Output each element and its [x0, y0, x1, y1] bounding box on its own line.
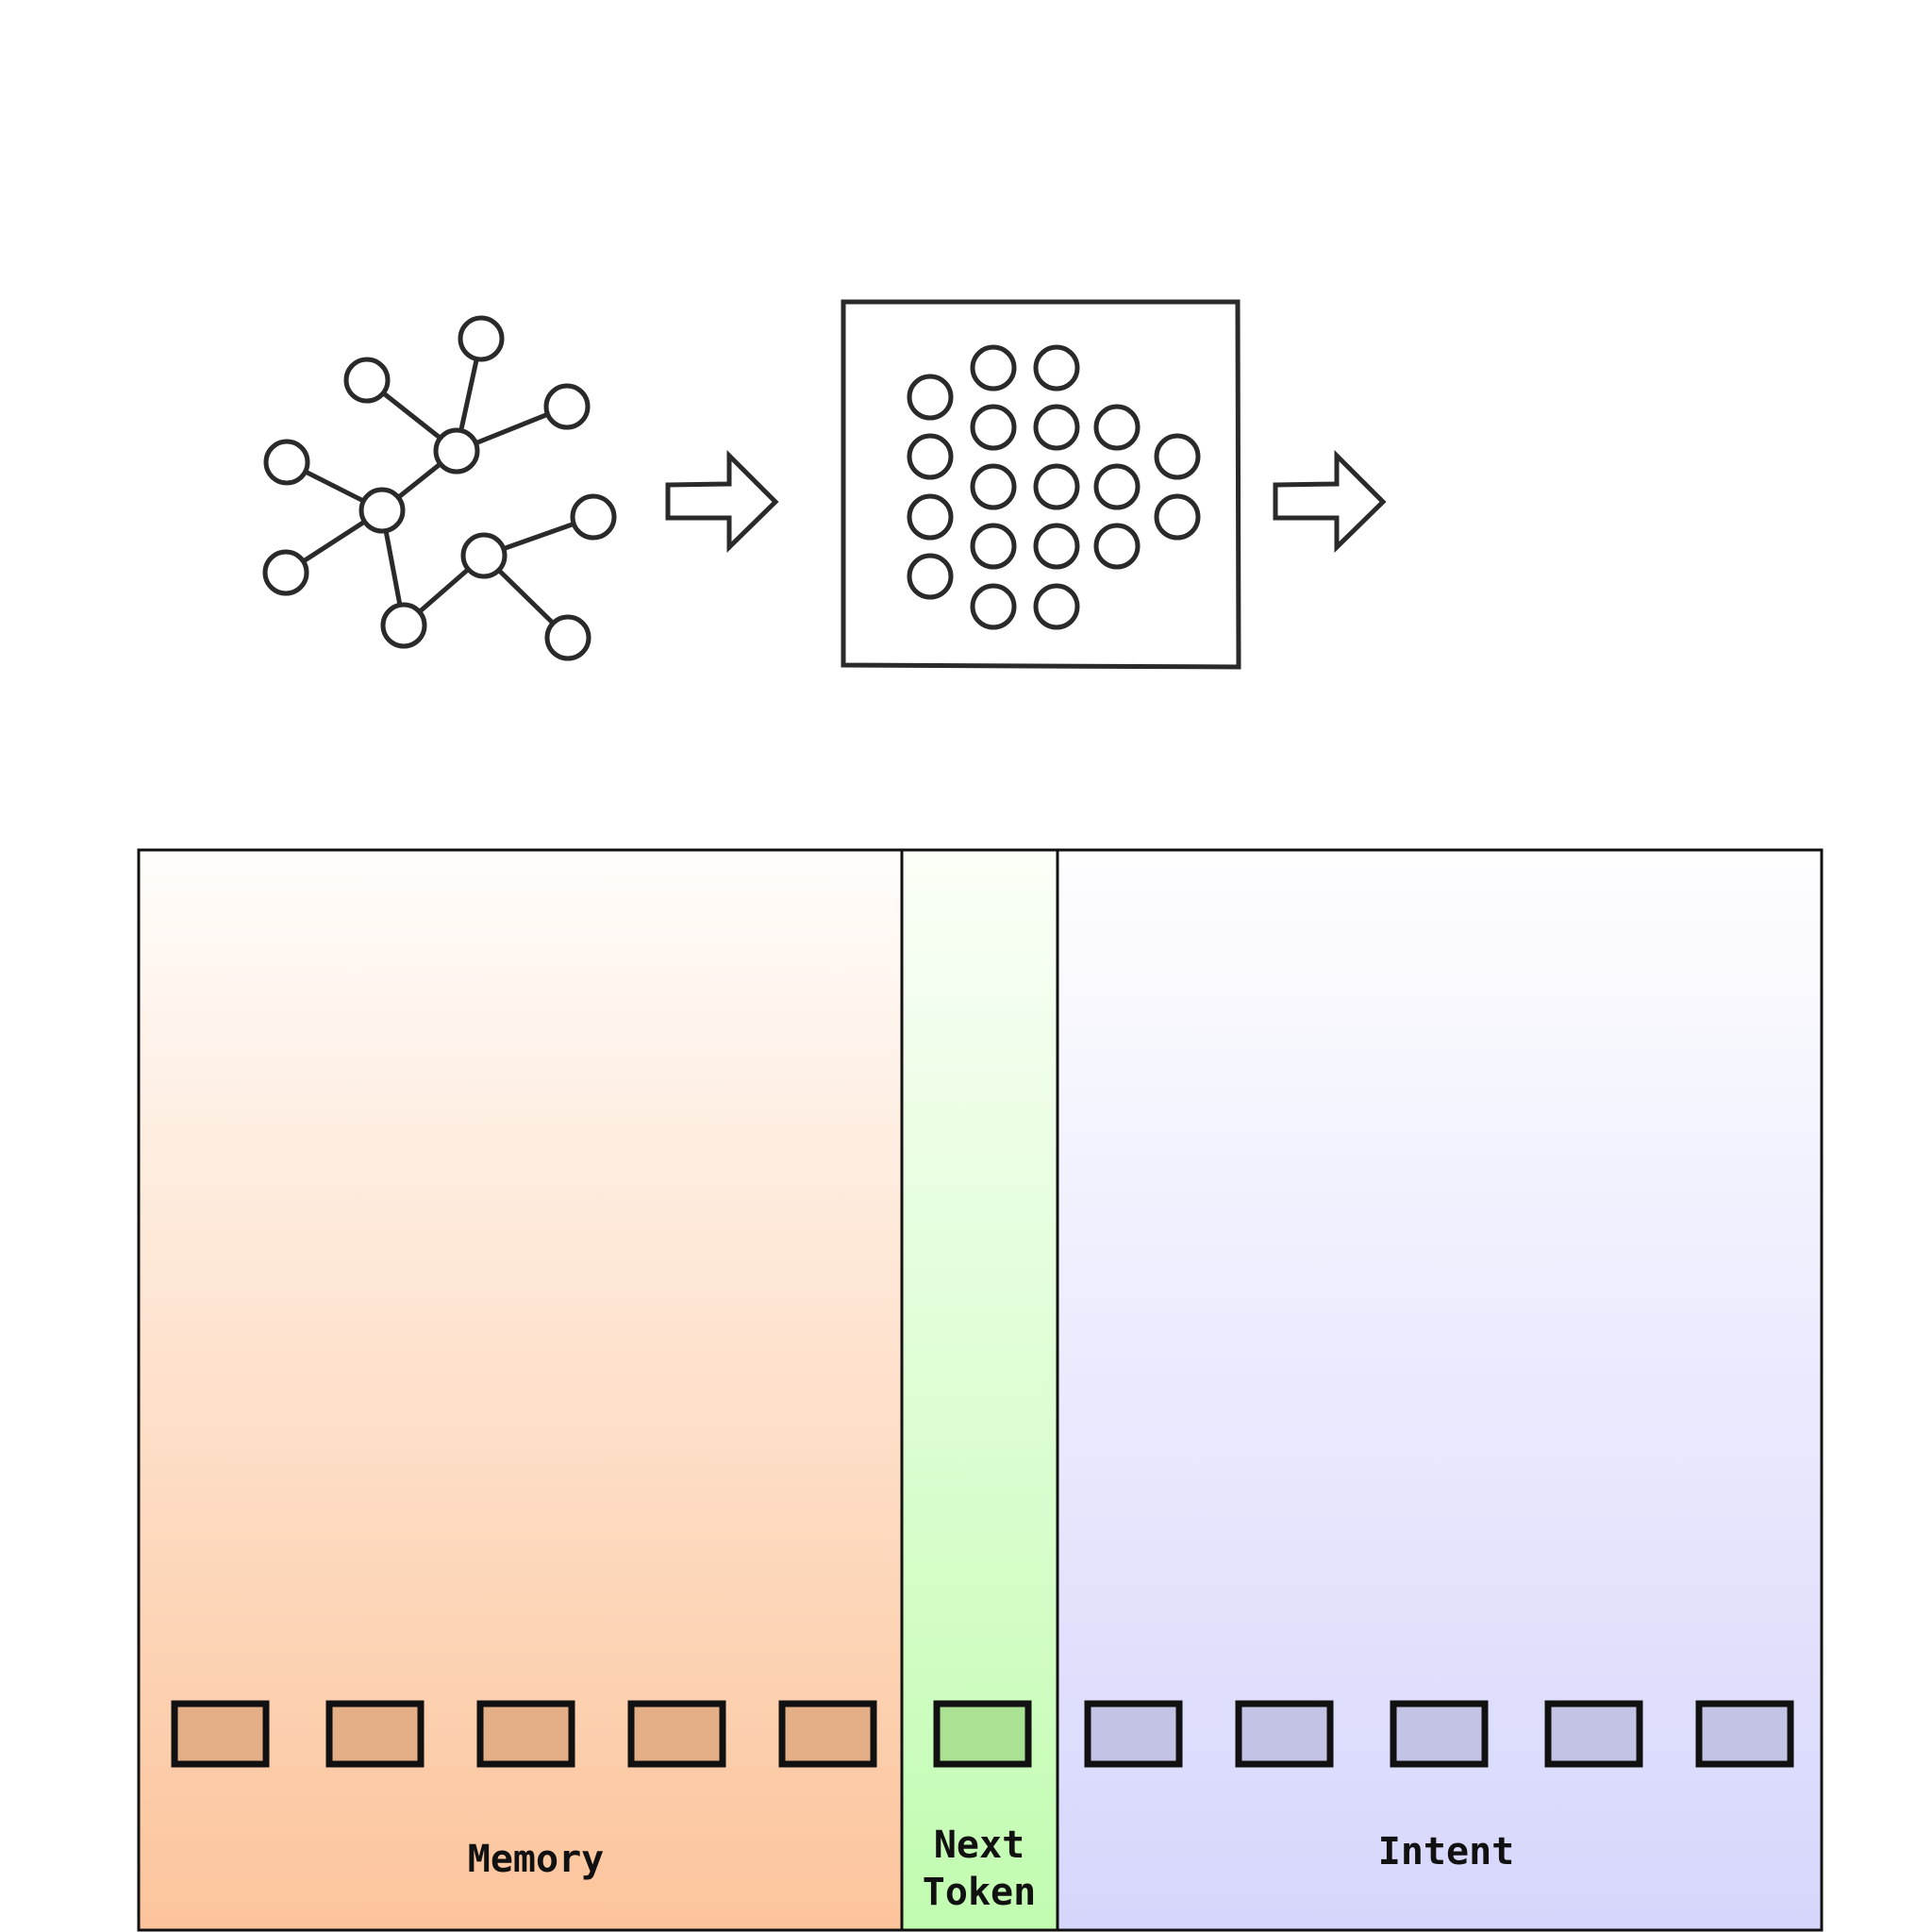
right-arrow-icon [1273, 449, 1387, 553]
memory-token [476, 1700, 575, 1768]
next-token-label-line1: Next [934, 1824, 1024, 1867]
next-token-section [902, 850, 1058, 1930]
node-grid-box-icon [841, 299, 1241, 670]
memory-token [627, 1700, 726, 1768]
next-token [933, 1700, 1032, 1768]
next-token-label-line2: Token [923, 1871, 1036, 1914]
memory-label: Memory [468, 1838, 605, 1881]
graph-edges [284, 338, 594, 640]
intent-label: Intent [1378, 1830, 1515, 1874]
intent-token [1084, 1700, 1183, 1768]
memory-token [171, 1700, 270, 1768]
intent-tokens [1084, 1700, 1794, 1768]
graph-nodes [262, 315, 617, 661]
memory-token [325, 1700, 425, 1768]
memory-tokens [171, 1700, 877, 1768]
grid-nodes [907, 344, 1201, 630]
token-panel: Memory Next Token Intent [137, 848, 1824, 1932]
graph-network-icon [262, 315, 617, 661]
right-arrow-icon [665, 449, 779, 553]
intent-section [1058, 850, 1822, 1930]
panel-border [137, 848, 1824, 1932]
intent-token [1235, 1700, 1334, 1768]
intent-token [1695, 1700, 1794, 1768]
intent-token [1390, 1700, 1489, 1768]
intent-token [1544, 1700, 1643, 1768]
memory-section [139, 850, 902, 1930]
memory-token [778, 1700, 877, 1768]
